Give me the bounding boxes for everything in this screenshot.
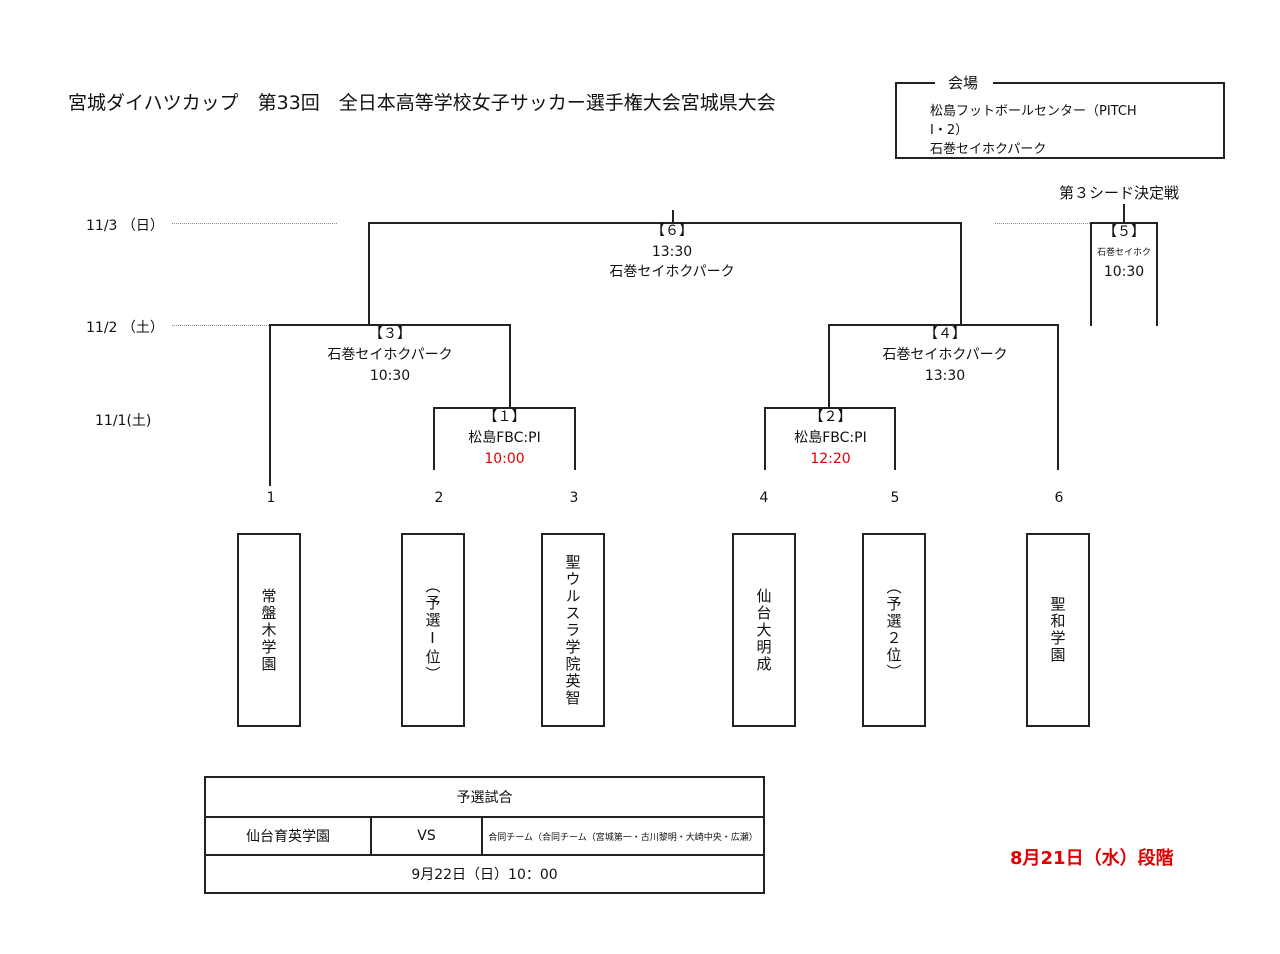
slot-number-2: 2 <box>434 490 444 506</box>
venue-label: 会場 <box>946 72 981 93</box>
bracket-line-m1-left <box>433 407 435 470</box>
date-nov1: 11/1(土) <box>95 413 152 429</box>
match-3-number: 【３】 <box>369 326 411 342</box>
seed-decider-title: 第３シード決定戦 <box>1059 184 1180 202</box>
team-box-5: （予選２位） <box>862 533 926 727</box>
date-guide-nov3 <box>172 223 337 224</box>
venue-box <box>895 82 1225 159</box>
venue-line-2: Ⅰ・2） <box>930 123 969 138</box>
team-box-4: 仙台大明成 <box>732 533 796 727</box>
slot-number-3: 3 <box>569 490 579 506</box>
bracket-line-m3-right <box>509 324 511 408</box>
date-guide-nov2 <box>172 325 269 326</box>
team-name: 聖和学園 <box>1048 596 1067 664</box>
prelim-date: 9月22日（日）10：00 <box>204 854 765 894</box>
team-box-2: （予選Ⅰ位） <box>401 533 465 727</box>
prelim-team-a: 仙台育英学園 <box>204 816 372 856</box>
match-5-time: 10:30 <box>1103 264 1145 280</box>
venue-box-top-left <box>895 82 935 84</box>
match-2-venue: 松島FBC:PI <box>794 430 867 446</box>
bracket-line-m6-left <box>368 222 370 325</box>
team-name: 仙台大明成 <box>754 587 773 673</box>
match-5-number: 【５】 <box>1103 224 1145 240</box>
match-2-number: 【２】 <box>809 409 852 425</box>
bracket-line-m1-right <box>574 407 576 470</box>
bracket-line-m3-left <box>269 324 271 486</box>
bracket-line-m1-top <box>433 407 576 409</box>
bracket-line-m5-stem <box>1123 204 1125 222</box>
slot-number-6: 6 <box>1054 490 1064 506</box>
match-1-number: 【１】 <box>483 409 526 425</box>
venue-line-1: 松島フットボールセンター（PITCH <box>930 104 1137 119</box>
slot-number-4: 4 <box>759 490 769 506</box>
match-6-time: 13:30 <box>651 244 693 260</box>
match-3-time: 10:30 <box>369 368 411 384</box>
match-4-number: 【４】 <box>924 326 966 342</box>
match-5-venue: 石巻セイホク <box>1096 248 1151 258</box>
bracket-line-m2-left <box>764 407 766 470</box>
bracket-line-m2-top <box>764 407 896 409</box>
match-1-time: 10:00 <box>484 451 525 467</box>
bracket-line-m6-stem <box>672 210 674 222</box>
bracket-line-m4-left <box>828 324 830 408</box>
match-6-number: 【６】 <box>651 223 693 239</box>
date-nov2: 11/2 （土） <box>86 320 164 336</box>
prelim-table: 予選試合 仙台育英学園 VS 合同チーム（合同チーム（宮城第一・古川黎明・大崎中… <box>204 776 765 894</box>
prelim-vs: VS <box>370 816 483 856</box>
bracket-line-m5-top <box>1090 222 1158 224</box>
bracket-line-m3-top <box>269 324 511 326</box>
bracket-line-m4-top <box>828 324 1059 326</box>
match-3-venue: 石巻セイホクパーク <box>327 347 453 363</box>
team-name: 聖ウルスラ学院英智 <box>563 553 582 707</box>
match-2-time: 12:20 <box>810 451 851 467</box>
team-box-6: 聖和学園 <box>1026 533 1090 727</box>
match-1-venue: 松島FBC:PI <box>468 430 541 446</box>
bracket-line-m5-left <box>1090 222 1092 326</box>
match-6-venue: 石巻セイホクパーク <box>609 264 735 280</box>
bracket-line-m6-right <box>960 222 962 325</box>
match-4-venue: 石巻セイホクパーク <box>882 347 1008 363</box>
bracket-line-m2-right <box>894 407 896 470</box>
prelim-header: 予選試合 <box>204 776 765 818</box>
prelim-team-b: 合同チーム（合同チーム（宮城第一・古川黎明・大崎中央・広瀬） <box>481 816 765 856</box>
status-note: 8月21日（水）段階 <box>1010 848 1174 869</box>
page-title: 宮城ダイハツカップ 第33回 全日本高等学校女子サッカー選手権大会宮城県大会 <box>68 92 776 114</box>
team-name: 常盤木学園 <box>259 587 278 673</box>
venue-line-3: 石巻セイホクパーク <box>930 142 1047 157</box>
team-box-1: 常盤木学園 <box>237 533 301 727</box>
bracket-line-m5-right <box>1156 222 1158 326</box>
date-nov3: 11/3 （日） <box>86 218 164 234</box>
bracket-line-m6-top <box>368 222 962 224</box>
date-guide-nov3-right <box>995 223 1090 224</box>
slot-number-5: 5 <box>890 490 900 506</box>
team-name: （予選Ⅰ位） <box>423 577 442 683</box>
slot-number-1: 1 <box>266 490 276 506</box>
venue-box-top-right <box>993 82 1223 84</box>
team-name: （予選２位） <box>884 579 903 681</box>
team-box-3: 聖ウルスラ学院英智 <box>541 533 605 727</box>
match-4-time: 13:30 <box>924 368 966 384</box>
bracket-line-m4-right <box>1057 324 1059 470</box>
